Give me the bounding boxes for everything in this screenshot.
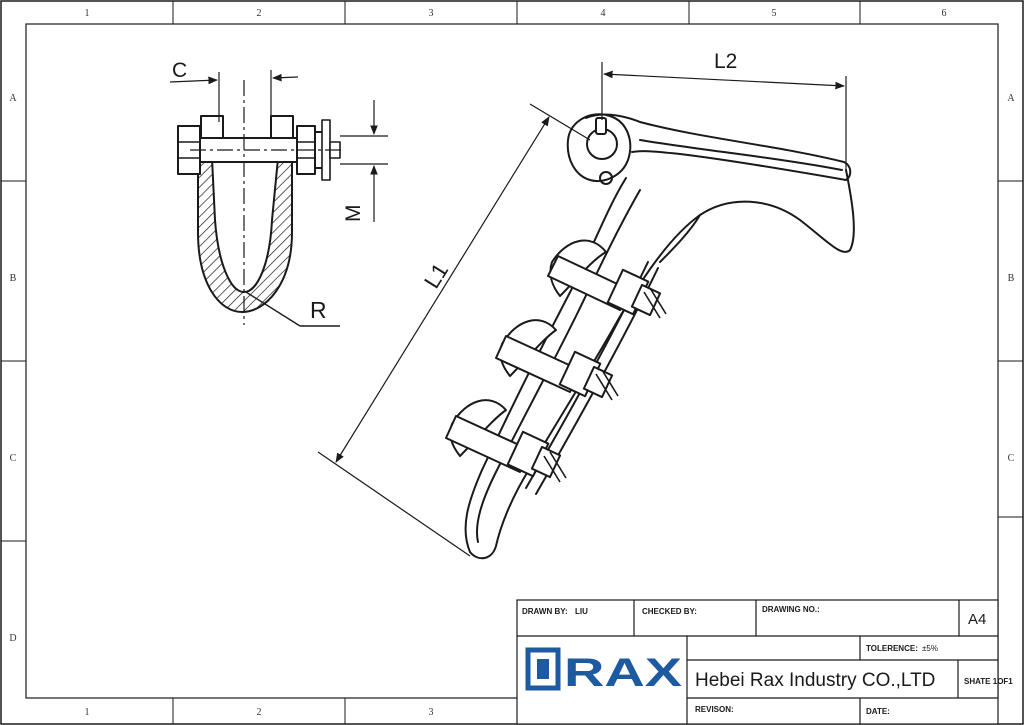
- u-bolt-assembly-2: [495, 319, 619, 401]
- clevis-body-section: [197, 137, 293, 313]
- zone-col-5-top: 5: [772, 8, 777, 19]
- clevis-section-view: [177, 80, 345, 325]
- zone-col-6-top: 6: [942, 8, 947, 19]
- dimension-l1-label: L1: [419, 259, 453, 293]
- drawn-by-label: DRAWN BY:: [522, 607, 568, 616]
- zone-col-1-bottom: 1: [85, 707, 90, 718]
- revision-label: REVISON:: [695, 705, 734, 714]
- zone-col-2-bottom: 2: [257, 707, 262, 718]
- zone-col-3-bottom: 3: [429, 707, 434, 718]
- zone-row-b-right: B: [1008, 273, 1015, 284]
- dimension-c-label: C: [172, 59, 187, 82]
- dimension-r-label: R: [310, 297, 327, 323]
- dimension-r-leader: [245, 291, 340, 327]
- dimension-c: [169, 70, 299, 122]
- drawing-no-label: DRAWING NO.:: [762, 605, 820, 614]
- clamp-small-hole: [599, 171, 613, 185]
- drawn-by-value: LIU: [575, 607, 588, 616]
- zone-row-d-left: D: [9, 633, 16, 644]
- u-bolt-assembly-1: [547, 239, 667, 319]
- clevis-lug-left: [200, 115, 224, 141]
- dimension-m: [340, 100, 388, 222]
- title-block: [516, 599, 999, 725]
- clamp-upper-jaw-inner: [639, 139, 843, 171]
- sheet-number: SHATE 1OF1: [964, 677, 1013, 686]
- clamp-eye: [566, 113, 632, 182]
- rax-logo: RAX: [525, 647, 682, 695]
- checked-by-label: CHECKED BY:: [642, 607, 697, 616]
- tolerance-value: ±5%: [922, 644, 938, 653]
- zone-row-b-left: B: [10, 273, 17, 284]
- clamp-upper-jaw: [585, 113, 852, 181]
- zone-col-4-top: 4: [601, 8, 606, 19]
- company-name: Hebei Rax Industry CO.,LTD: [695, 670, 935, 691]
- dimension-l1: [317, 103, 591, 557]
- logo-text: RAX: [564, 651, 682, 695]
- dimension-l2-label: L2: [714, 50, 737, 73]
- zone-col-2-top: 2: [257, 8, 262, 19]
- dimension-m-label: M: [342, 205, 365, 223]
- paper-size: A4: [968, 611, 986, 628]
- zone-row-a-left: A: [9, 93, 17, 104]
- zone-row-c-left: C: [10, 453, 17, 464]
- clevis-lug-right: [270, 115, 294, 141]
- date-label: DATE:: [866, 707, 890, 716]
- zone-row-a-right: A: [1007, 93, 1015, 104]
- u-bolt-assembly-3: [445, 399, 567, 483]
- zone-row-c-right: C: [1008, 453, 1015, 464]
- zone-col-3-top: 3: [429, 8, 434, 19]
- dimension-l2: [601, 62, 847, 172]
- zone-col-1-top: 1: [85, 8, 90, 19]
- clamp-cotter-slot: [595, 117, 607, 135]
- tolerance-label: TOLERENCE:: [866, 644, 918, 653]
